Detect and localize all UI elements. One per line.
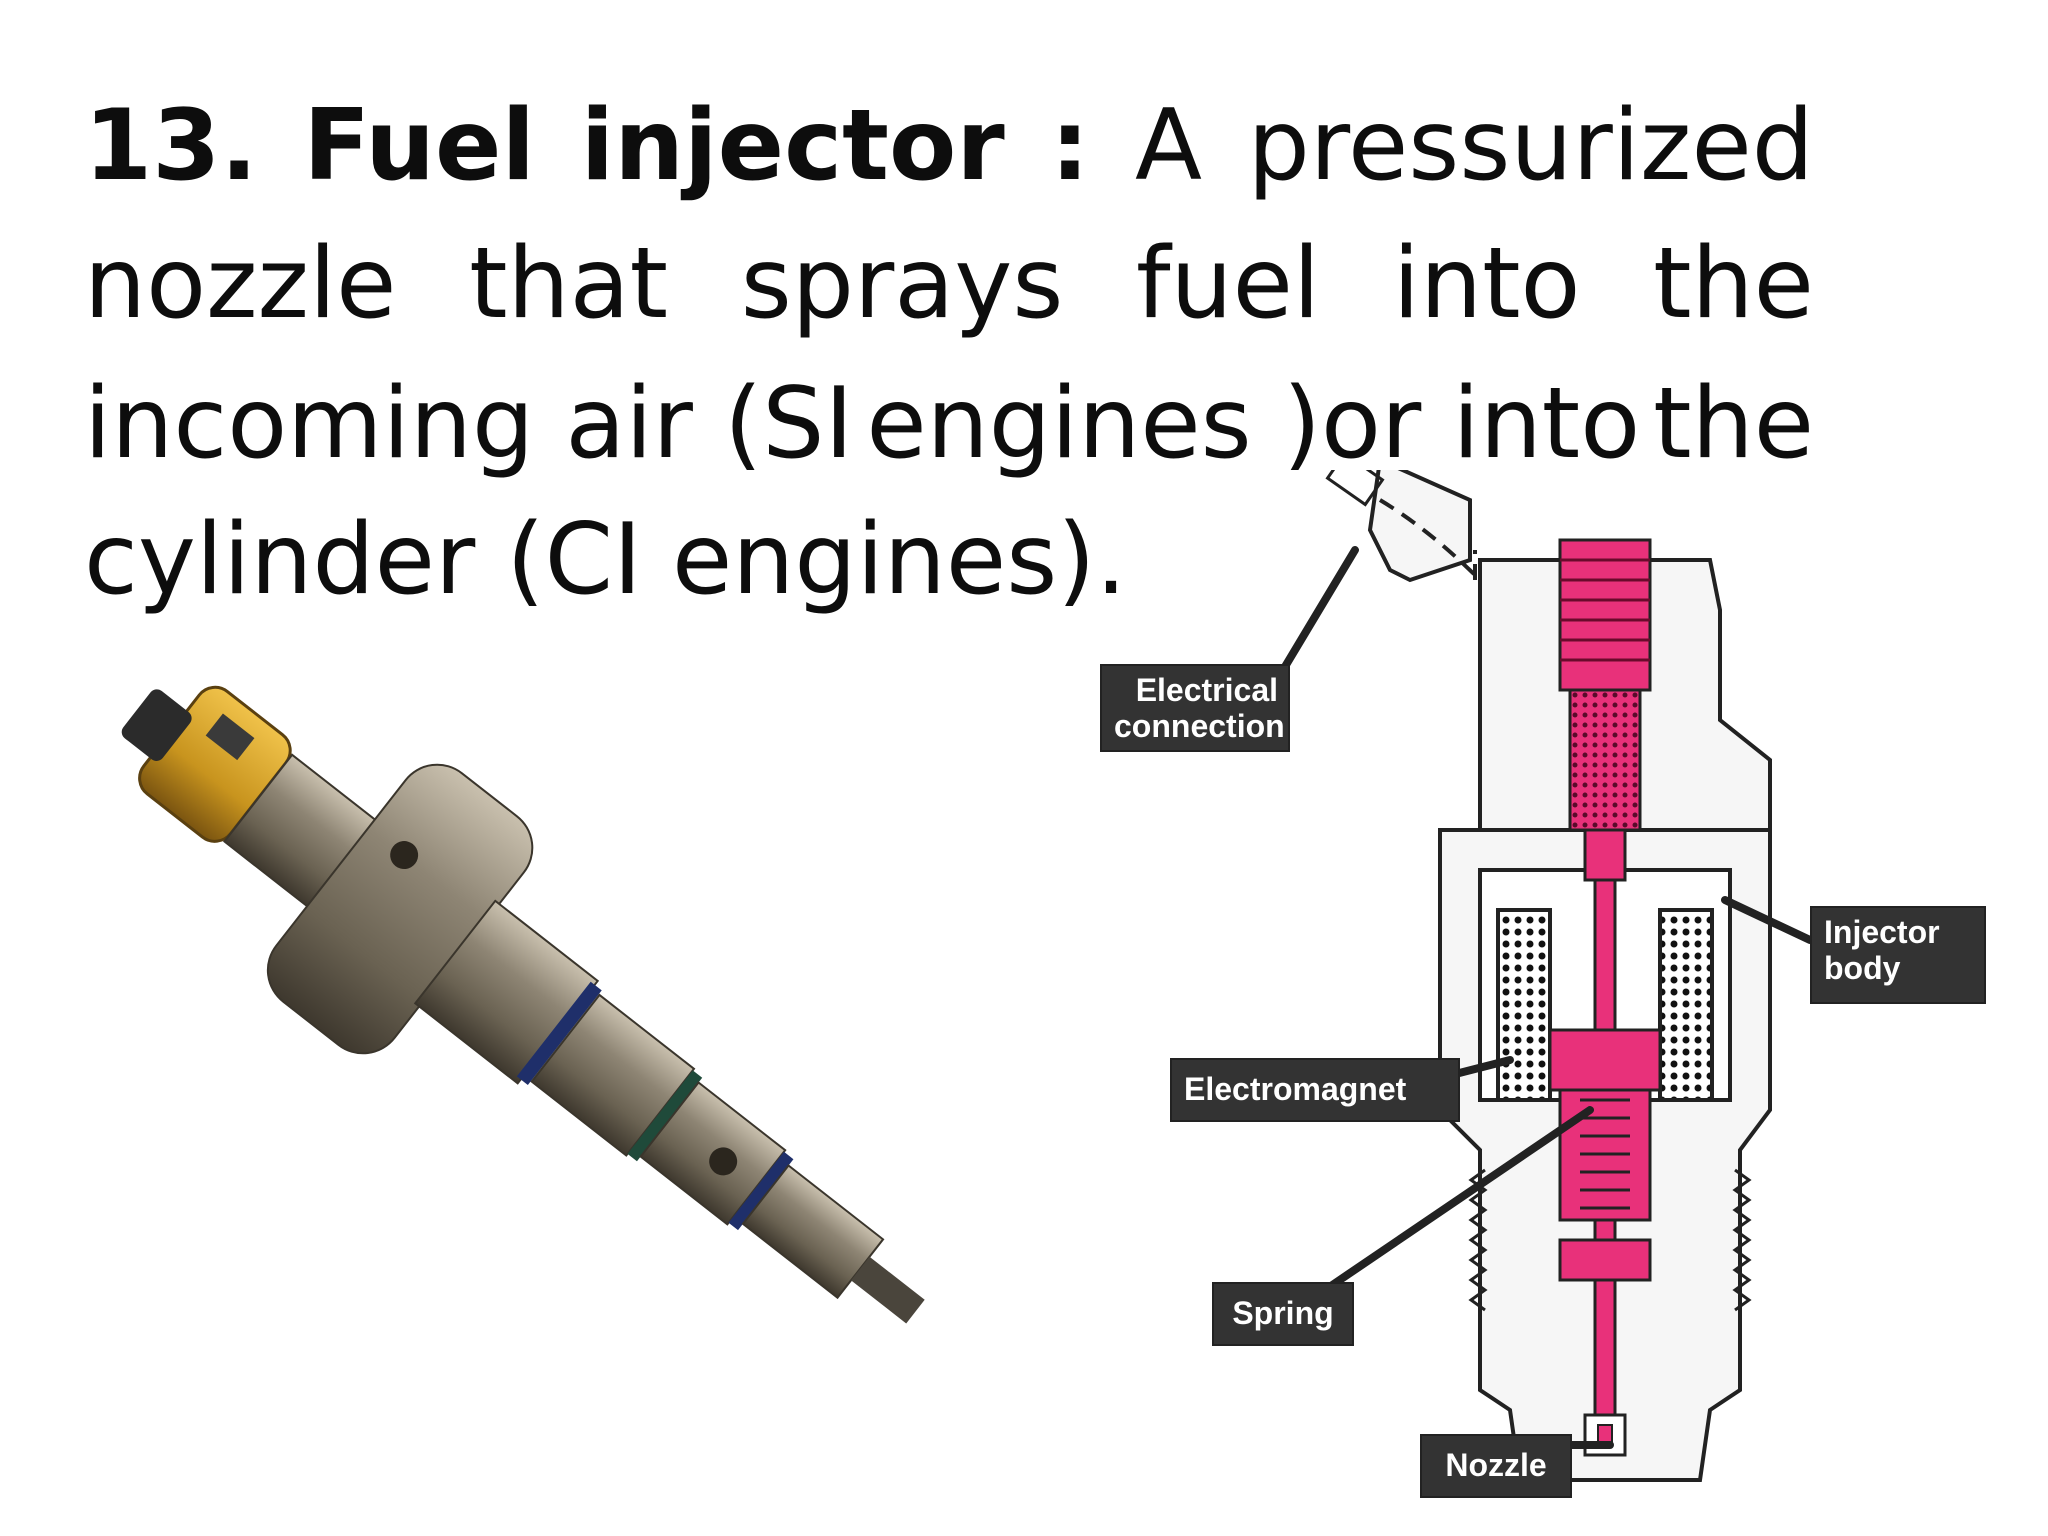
text-line-4: cylinder (CI engines). — [84, 490, 1814, 630]
text-segment: engines )or into — [866, 367, 1641, 481]
term-word-injector: injector — [580, 89, 1005, 203]
leader-electrical — [1276, 546, 1359, 679]
item-number: 13. — [84, 89, 258, 203]
word: A — [1135, 89, 1203, 203]
word: pressurized — [1247, 89, 1814, 203]
text-segment: cylinder (CI — [84, 503, 642, 617]
label-spring: Spring — [1212, 1282, 1354, 1346]
label-electrical-connection: Electrical connection — [1100, 664, 1290, 752]
injector-photo — [121, 685, 925, 1324]
armature-upper — [1583, 828, 1627, 882]
coil-left — [1496, 908, 1552, 1102]
word: the — [1653, 227, 1814, 341]
word: into — [1392, 227, 1581, 341]
armature — [1548, 1028, 1662, 1092]
text-segment: the — [1653, 367, 1814, 481]
text-line-2: nozzle that sprays fuel into the — [84, 214, 1814, 354]
text-segment: engines). — [671, 503, 1127, 617]
label-electromagnet: Electromagnet — [1170, 1058, 1460, 1122]
fuel-inlet-thread — [1558, 538, 1652, 692]
text-line-1: 13. Fuel injector : A pressurized — [84, 76, 1814, 216]
word: fuel — [1136, 227, 1321, 341]
word: sprays — [740, 227, 1064, 341]
needle-collar — [1558, 1238, 1652, 1282]
armature-rod — [1593, 878, 1617, 1032]
connector-housing — [1367, 470, 1472, 583]
word: nozzle — [84, 227, 397, 341]
coil-right — [1658, 908, 1714, 1102]
term-word-fuel: Fuel — [303, 89, 536, 203]
word: that — [469, 227, 669, 341]
label-injector-body: Injector body — [1810, 906, 1986, 1004]
text-segment: incoming air (SI — [84, 367, 854, 481]
fuel-filter — [1568, 688, 1642, 832]
leader-spring — [1321, 1106, 1594, 1294]
leader-injector — [1721, 896, 1814, 944]
text-line-3: incoming air (SI engines )or into the — [84, 354, 1814, 494]
label-nozzle: Nozzle — [1420, 1434, 1572, 1498]
term-colon: : — [1050, 89, 1090, 203]
